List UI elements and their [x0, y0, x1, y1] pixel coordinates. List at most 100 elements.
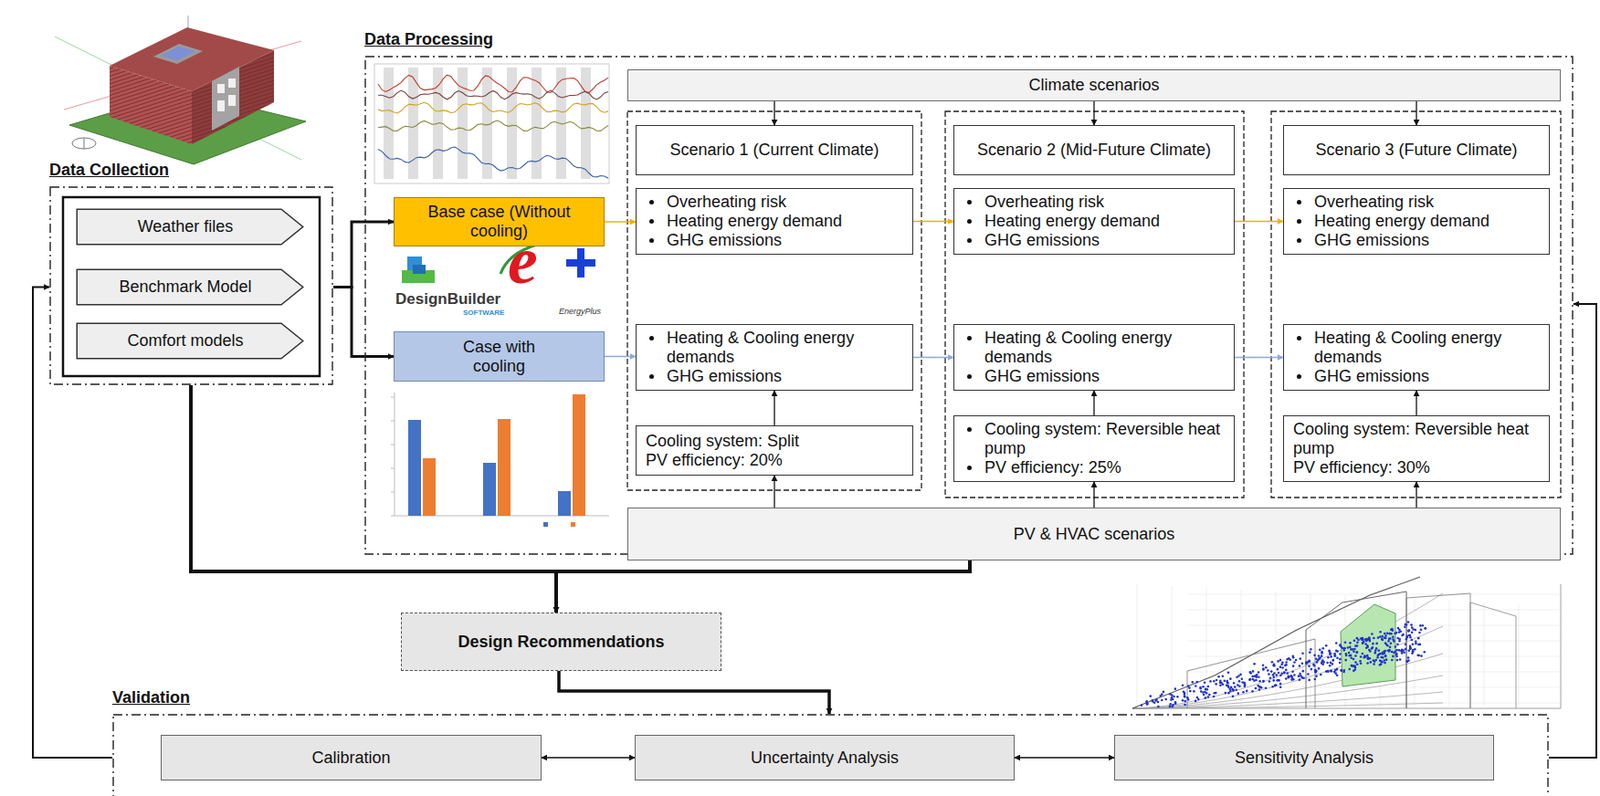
data-point	[1390, 659, 1394, 663]
bullet-dot	[649, 238, 654, 243]
data-point	[1255, 675, 1259, 679]
data-point	[1258, 680, 1262, 684]
data-point	[1407, 659, 1411, 663]
data-point	[1280, 672, 1284, 675]
data-point	[1298, 673, 1302, 676]
node-text: Cooling system: Split	[645, 431, 904, 452]
output-list: Heating & Cooling energy demandsGHG emis…	[635, 324, 914, 391]
data-point	[1313, 654, 1316, 658]
node-text: Calibration	[311, 748, 390, 769]
data-point	[1388, 632, 1391, 636]
data-point	[1249, 671, 1253, 674]
connector-arrow	[1234, 221, 1284, 223]
bullet-row: Heating energy demand	[963, 211, 1225, 232]
data-point	[1279, 659, 1283, 663]
data-point	[1308, 651, 1312, 654]
data-point	[1270, 670, 1274, 674]
data-point	[1201, 691, 1205, 695]
data-point	[1336, 673, 1339, 677]
data-point	[1298, 664, 1302, 668]
data-point	[1358, 660, 1362, 664]
data-point	[1183, 704, 1187, 707]
data-point	[1419, 643, 1422, 647]
item-text: Heating energy demand	[666, 211, 843, 232]
scenario-group	[1271, 111, 1561, 498]
data-point	[1422, 651, 1426, 654]
data-point	[1392, 640, 1396, 643]
data-point	[1344, 659, 1348, 663]
scenario-group	[945, 111, 1244, 498]
data-point	[1319, 673, 1323, 677]
compass	[72, 137, 96, 149]
data-point	[1372, 663, 1376, 666]
data-point	[1212, 692, 1216, 695]
data-point	[1232, 682, 1236, 685]
data-point	[1241, 677, 1244, 681]
data-point	[1172, 695, 1176, 699]
data-point	[1350, 664, 1354, 668]
connector-arrow	[333, 287, 394, 358]
data-point	[1352, 670, 1356, 674]
data-point	[1310, 668, 1314, 672]
data-point	[1347, 646, 1350, 650]
data-point	[1352, 658, 1356, 662]
chart-axis	[394, 392, 396, 516]
saturation-curve	[1132, 593, 1443, 709]
data-point	[1348, 642, 1352, 645]
chart-line	[1136, 584, 1138, 709]
data-point	[1369, 661, 1373, 664]
connector-arrow	[773, 101, 775, 126]
bullet-row: PV efficiency: 25%	[963, 458, 1225, 478]
data-point	[1400, 650, 1404, 653]
connector-arrow	[773, 475, 775, 508]
data-point	[1273, 664, 1276, 668]
data-point	[1399, 658, 1402, 662]
logo-text: DesignBuilder	[395, 291, 501, 307]
data-point	[1174, 702, 1178, 706]
data-point	[1160, 699, 1164, 703]
bullet-row: Heating & Cooling energy demands	[645, 328, 904, 368]
data-point	[1186, 696, 1190, 700]
item-text: GHG emissions	[1314, 367, 1430, 387]
data-point	[1176, 695, 1179, 699]
data-point	[1335, 642, 1338, 645]
connector-arrow	[773, 390, 775, 426]
data-point	[1403, 625, 1407, 629]
data-point	[1248, 679, 1252, 683]
node-text: Case with cooling	[451, 337, 548, 377]
data-point	[1396, 637, 1400, 641]
node-text: Design Recommendations	[457, 632, 664, 653]
connector-arrow	[1415, 101, 1417, 126]
scenario-band: Climate scenarios	[627, 69, 1561, 102]
data-point	[1383, 652, 1387, 655]
chart-band	[506, 67, 517, 179]
skylight	[160, 46, 196, 61]
bar	[572, 394, 586, 516]
data-point	[1349, 654, 1353, 658]
data-point	[1423, 627, 1427, 631]
data-point	[1318, 648, 1322, 652]
data-point	[1275, 679, 1279, 683]
data-point	[1271, 661, 1274, 664]
bullet-dot	[967, 465, 972, 471]
connector-arrow	[1415, 482, 1417, 508]
data-point	[1410, 631, 1414, 635]
data-point	[1298, 678, 1302, 682]
data-point	[1205, 692, 1209, 695]
data-point	[1257, 671, 1261, 674]
data-point	[1231, 689, 1235, 693]
window	[228, 78, 236, 88]
data-point	[1370, 632, 1374, 636]
chart-line	[378, 90, 609, 100]
building-model	[54, 15, 306, 165]
data-point	[1251, 690, 1254, 694]
data-point	[1309, 648, 1313, 652]
connector-arrow	[1093, 482, 1095, 508]
data-point	[1171, 698, 1175, 702]
bar	[422, 458, 436, 516]
data-point	[1340, 669, 1344, 673]
connector-arrow	[1093, 390, 1095, 416]
data-point	[1362, 641, 1366, 644]
data-point	[1243, 684, 1247, 687]
data-point	[1386, 631, 1390, 635]
